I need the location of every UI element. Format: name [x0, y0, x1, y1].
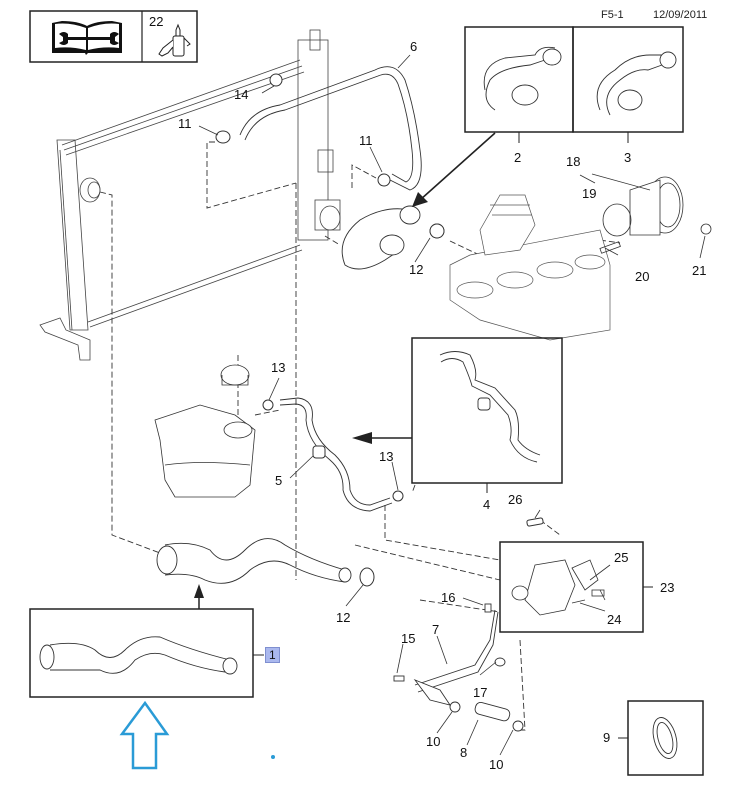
- hose-6: [239, 66, 422, 191]
- callout-10-right[interactable]: 10: [489, 757, 504, 772]
- seal-ring-9-drawing: [652, 717, 678, 759]
- detail-box-1: [29, 608, 254, 698]
- clamp-13-upper: [262, 399, 274, 411]
- clamp-12-lower: [359, 567, 375, 587]
- callout-1-highlighted[interactable]: 1: [265, 647, 280, 663]
- hose-1-installed: [156, 538, 352, 584]
- callout-11-right[interactable]: 11: [359, 133, 373, 148]
- callout-25[interactable]: 25: [614, 550, 629, 565]
- detail-box-2: [464, 26, 574, 133]
- sealant-bottle-icon: [158, 23, 191, 57]
- callout-4[interactable]: 4: [483, 497, 491, 512]
- callout-26[interactable]: 26: [508, 492, 523, 507]
- callout-17[interactable]: 17: [473, 685, 488, 700]
- callout-13-upper[interactable]: 13: [271, 360, 286, 375]
- callout-22[interactable]: 22: [149, 14, 164, 29]
- callout-2[interactable]: 2: [514, 150, 522, 165]
- arrow-to-installed-lower-hose: [194, 584, 204, 609]
- callout-16[interactable]: 16: [441, 590, 456, 605]
- callout-8[interactable]: 8: [460, 745, 468, 760]
- callout-5[interactable]: 5: [275, 473, 283, 488]
- figure-id: F5-1: [601, 9, 624, 21]
- callout-23[interactable]: 23: [660, 580, 675, 595]
- blue-up-arrow-icon[interactable]: [119, 700, 170, 770]
- callout-14[interactable]: 14: [234, 87, 249, 102]
- arrow-to-installed-upper-hose: [412, 132, 496, 207]
- manual-wrench-book-icon: [52, 21, 122, 55]
- callout-12-lower[interactable]: 12: [336, 610, 351, 625]
- callout-21[interactable]: 21: [692, 263, 707, 278]
- callout-15[interactable]: 15: [401, 631, 416, 646]
- arrow-to-installed-hose-4: [352, 432, 412, 444]
- clamp-14: [269, 73, 283, 87]
- hose-2-drawing: [483, 46, 562, 111]
- callout-24[interactable]: 24: [607, 612, 622, 627]
- callout-11-left[interactable]: 11: [178, 116, 192, 131]
- clamp-12-upper: [429, 223, 445, 239]
- detail-box-4: [411, 337, 563, 484]
- clip-5: [312, 445, 326, 459]
- thermostat-housing: [511, 559, 605, 616]
- callout-20[interactable]: 20: [635, 269, 650, 284]
- callout-7[interactable]: 7: [432, 622, 440, 637]
- callout-6[interactable]: 6: [410, 39, 418, 54]
- callout-19[interactable]: 19: [582, 186, 597, 201]
- radiator: [39, 29, 341, 361]
- surge-tank: [154, 364, 256, 498]
- callout-9[interactable]: 9: [603, 730, 611, 745]
- callout-13-lower[interactable]: 13: [379, 449, 394, 464]
- engine-block: [449, 194, 611, 341]
- callout-10-left[interactable]: 10: [426, 734, 441, 749]
- clamp-11-right: [377, 173, 391, 187]
- coolant-pipe-7: [393, 603, 524, 732]
- callout-12-upper[interactable]: 12: [409, 262, 424, 277]
- hose-4-installed: [279, 397, 393, 512]
- detail-box-3: [572, 26, 684, 133]
- figure-date: 12/09/2011: [653, 9, 708, 21]
- water-pump: [599, 176, 712, 254]
- clamp-13-lower: [392, 490, 404, 502]
- hose-4-drawing: [439, 351, 541, 463]
- bolt-26: [526, 517, 544, 527]
- callout-leaders: [198, 54, 706, 756]
- hose-3-drawing: [596, 51, 677, 116]
- blue-dot: [271, 755, 275, 759]
- header-icon-box: [29, 10, 198, 63]
- callout-18[interactable]: 18: [566, 154, 581, 169]
- detail-box-9: [627, 700, 704, 776]
- callout-3[interactable]: 3: [624, 150, 632, 165]
- hose-1-drawing: [39, 636, 238, 675]
- hose-upper-installed: [341, 205, 445, 270]
- clamp-11-left: [215, 130, 231, 144]
